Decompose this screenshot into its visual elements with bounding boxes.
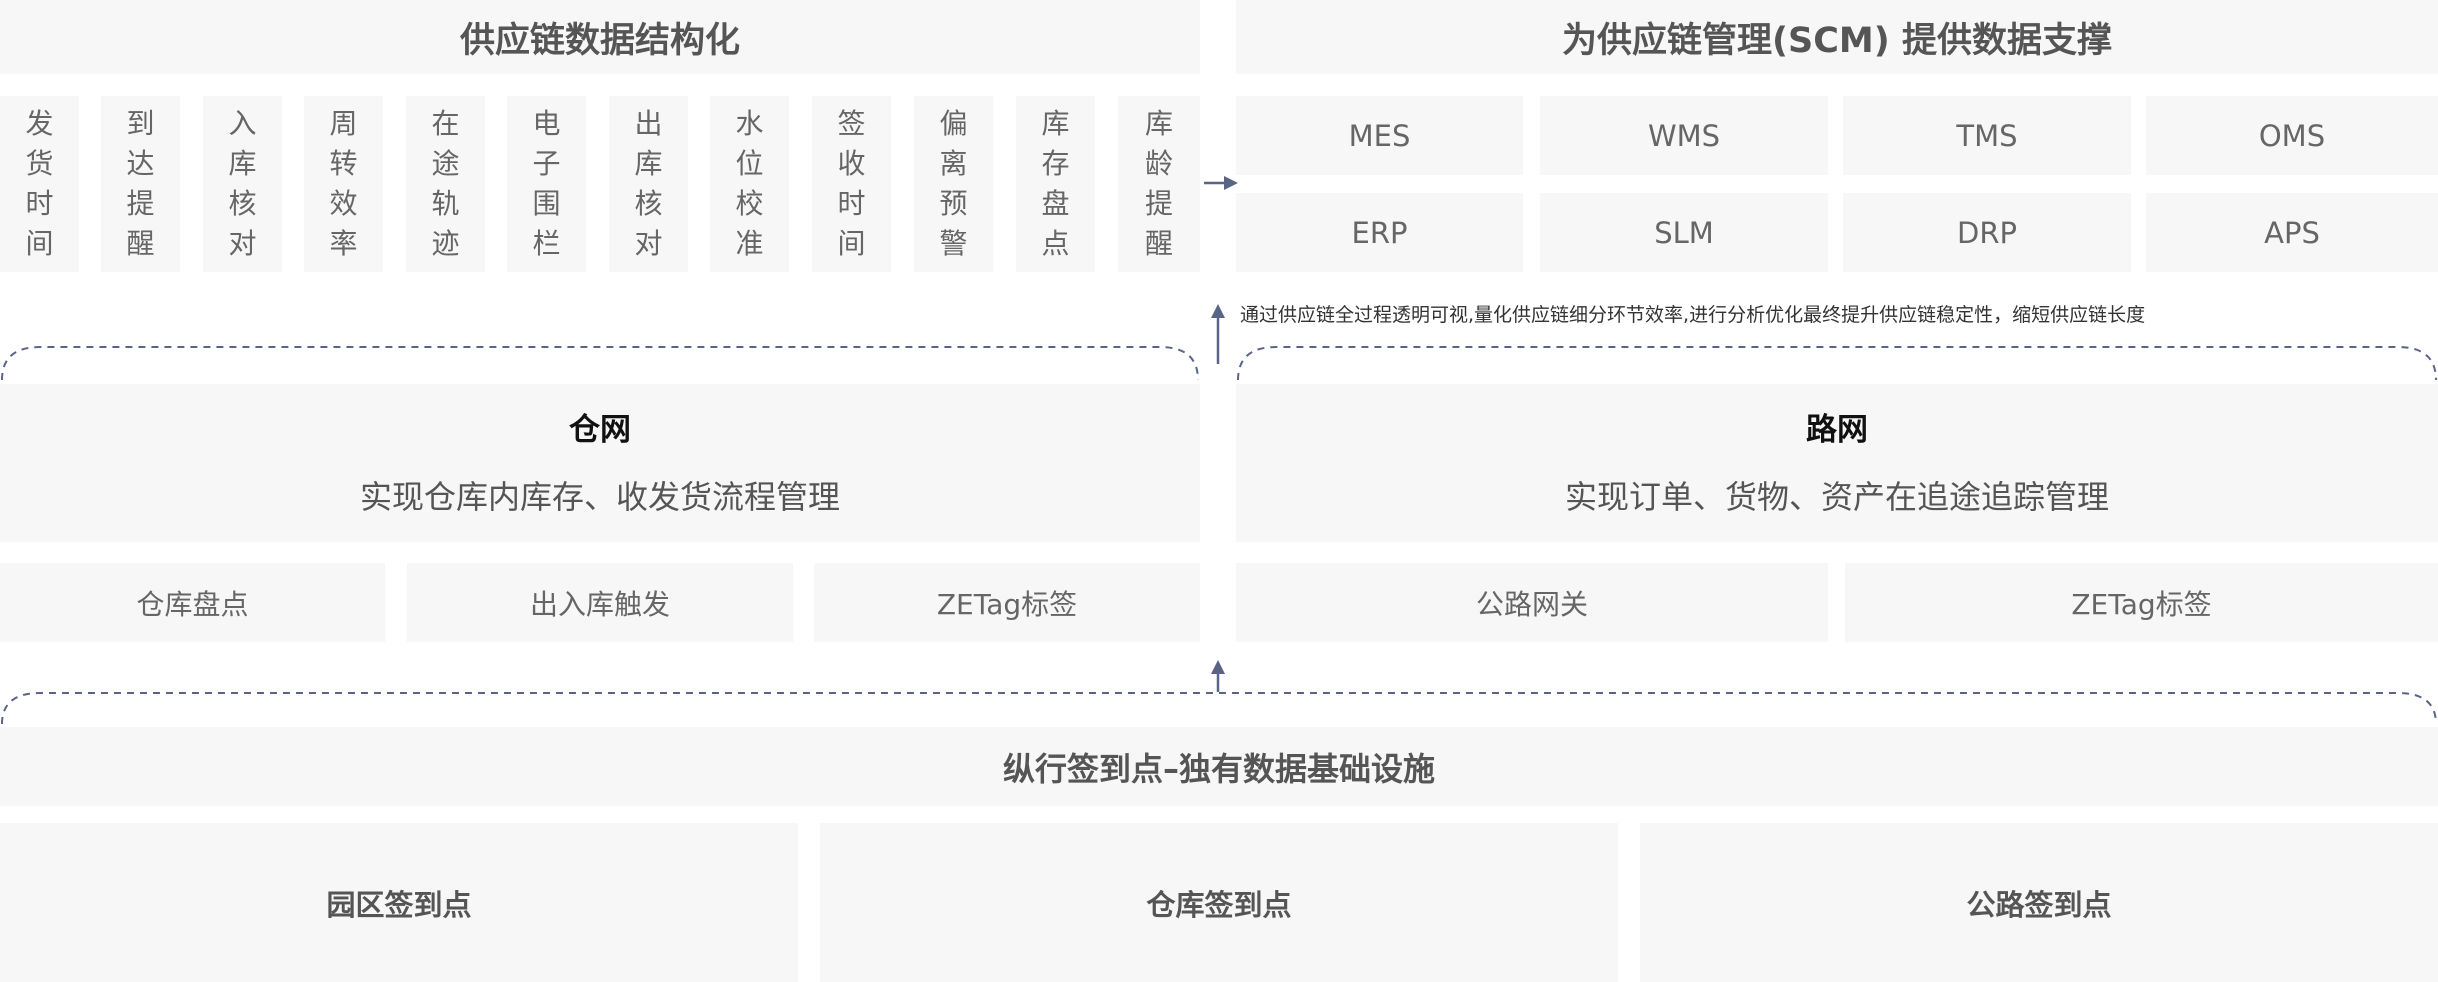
data-item-label: 周转效率 <box>329 107 358 260</box>
data-item-label: 在途轨迹 <box>431 107 460 260</box>
warehouse-item: ZETag标签 <box>814 563 1200 642</box>
system-oms-box: OMS <box>2146 96 2438 175</box>
system-mes-box: MES <box>1236 96 1523 175</box>
left-header: 供应链数据结构化 <box>0 0 1200 74</box>
data-item-cell: 入库核对 <box>203 96 282 272</box>
road-network-description: 实现订单、货物、资产在追途追踪管理 <box>1564 478 2109 516</box>
supply-chain-note: 通过供应链全过程透明可视,量化供应链细分环节效率,进行分析优化最终提升供应链稳定… <box>1240 304 2146 326</box>
checkpoint-box: 公路签到点 <box>1640 823 2438 982</box>
data-item-cell: 周转效率 <box>304 96 383 272</box>
warehouse-item: 出入库触发 <box>407 563 793 642</box>
warehouse-network-panel: 仓网 实现仓库内库存、收发货流程管理 <box>0 384 1200 542</box>
data-item-label: 偏离预警 <box>939 107 968 260</box>
system-tms-box: TMS <box>1843 96 2131 175</box>
data-item-cell: 出库核对 <box>609 96 688 272</box>
system-drp-box: DRP <box>1843 193 2131 272</box>
checkpoint-box: 仓库签到点 <box>820 823 1618 982</box>
infrastructure-bar: 纵行签到点–独有数据基础设施 <box>0 727 2438 806</box>
system-wms-box: WMS <box>1540 96 1828 175</box>
dashed-bracket <box>1237 346 2437 381</box>
data-item-cell: 到达提醒 <box>101 96 180 272</box>
data-item-label: 发货时间 <box>25 107 54 260</box>
right-header: 为供应链管理(SCM) 提供数据支撑 <box>1236 0 2438 74</box>
system-erp-box: ERP <box>1236 193 1523 272</box>
data-item-label: 出库核对 <box>634 107 663 260</box>
road-item: 公路网关 <box>1236 563 1828 642</box>
data-item-cell: 在途轨迹 <box>406 96 485 272</box>
right-arrow-icon <box>1204 176 1238 190</box>
data-item-label: 库存盘点 <box>1041 107 1070 260</box>
data-item-label: 库龄提醒 <box>1144 107 1173 260</box>
data-item-cell: 水位校准 <box>710 96 789 272</box>
data-item-cell: 库龄提醒 <box>1118 96 1200 272</box>
checkpoint-box: 园区签到点 <box>0 823 798 982</box>
dashed-bracket <box>1 692 2437 725</box>
system-aps-box: APS <box>2146 193 2438 272</box>
road-item: ZETag标签 <box>1845 563 2438 642</box>
up-arrow-icon <box>1211 304 1225 364</box>
up-arrow-icon <box>1211 660 1225 692</box>
data-item-label: 到达提醒 <box>126 107 155 260</box>
warehouse-network-description: 实现仓库内库存、收发货流程管理 <box>359 478 840 516</box>
road-network-name: 路网 <box>1806 412 1868 448</box>
data-item-cell: 偏离预警 <box>914 96 993 272</box>
dashed-bracket <box>1 346 1199 381</box>
data-item-cell: 发货时间 <box>0 96 79 272</box>
data-item-label: 水位校准 <box>735 107 764 260</box>
system-slm-box: SLM <box>1540 193 1828 272</box>
data-item-label: 签收时间 <box>837 107 866 260</box>
data-item-cell: 库存盘点 <box>1016 96 1095 272</box>
data-item-cell: 电子围栏 <box>507 96 586 272</box>
warehouse-item: 仓库盘点 <box>0 563 385 642</box>
data-item-label: 电子围栏 <box>532 107 561 260</box>
data-item-label: 入库核对 <box>228 107 257 260</box>
data-item-cell: 签收时间 <box>812 96 891 272</box>
warehouse-network-name: 仓网 <box>569 412 631 448</box>
road-network-panel: 路网 实现订单、货物、资产在追途追踪管理 <box>1236 384 2438 542</box>
